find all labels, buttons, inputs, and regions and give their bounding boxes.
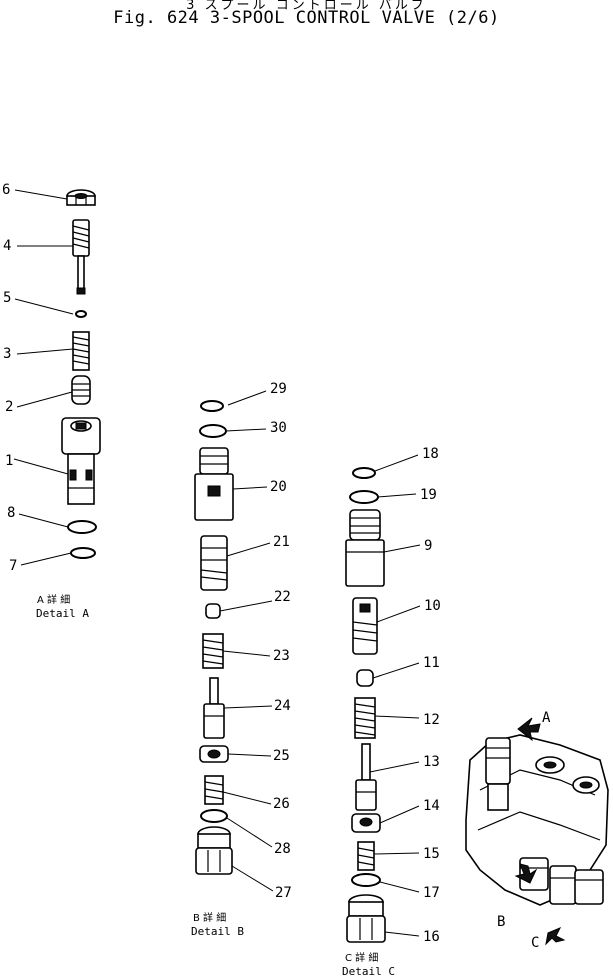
part-21-sleeve [200, 535, 228, 591]
detail-b-group: 29 30 20 21 22 23 24 25 26 28 27 B 詳 細 D… [191, 381, 292, 938]
callout-23: 23 [273, 648, 290, 664]
callout-21: 21 [273, 534, 290, 550]
callout-14: 14 [423, 798, 440, 814]
assembly-cap-c [549, 865, 577, 905]
callout-5: 5 [3, 290, 11, 306]
part-8-o-ring [67, 520, 97, 534]
part-14-washer [351, 813, 381, 833]
callout-24: 24 [274, 698, 291, 714]
figure-title: Fig. 624 3-SPOOL CONTROL VALVE (2/6) [113, 8, 500, 28]
callout-2: 2 [5, 399, 13, 415]
detail-b-label-jp: B 詳 細 [193, 911, 226, 924]
part-19-o-ring [349, 490, 379, 504]
callout-6: 6 [2, 182, 10, 198]
arrow-b-icon [514, 863, 538, 884]
arrow-label-c: C [531, 935, 539, 951]
detail-c-label: Detail C [342, 965, 395, 976]
callout-29: 29 [270, 381, 287, 397]
valve-assembly-illustration: A B C [465, 710, 609, 951]
part-2-poppet [71, 375, 91, 405]
part-4-adjusting-screw [72, 219, 90, 295]
callout-16: 16 [423, 929, 440, 945]
assembly-cap-a [485, 737, 511, 785]
detail-b-label: Detail B [191, 925, 244, 938]
callout-15: 15 [423, 846, 440, 862]
part-12-spring [354, 697, 376, 739]
part-13-piston [355, 743, 377, 811]
callout-13: 13 [423, 754, 440, 770]
arrow-a-icon [517, 717, 541, 742]
detail-c-label-jp: C 詳 細 [345, 951, 378, 964]
part-9-cap-body [345, 509, 385, 587]
callout-11: 11 [423, 655, 440, 671]
callout-28: 28 [274, 841, 291, 857]
callout-27: 27 [275, 885, 292, 901]
callout-25: 25 [273, 748, 290, 764]
callout-7: 7 [9, 558, 17, 574]
callout-10: 10 [424, 598, 441, 614]
part-23-spring [202, 633, 224, 669]
arrow-c-icon [545, 927, 566, 946]
callout-8: 8 [7, 505, 15, 521]
callout-26: 26 [273, 796, 290, 812]
callout-9: 9 [424, 538, 432, 554]
part-30-o-ring [199, 424, 227, 438]
part-17-o-ring [351, 873, 381, 887]
part-16-plug [346, 894, 386, 943]
detail-a-label-jp: A 詳 細 [37, 593, 70, 606]
part-22-seat [205, 603, 221, 619]
callout-12: 12 [423, 712, 440, 728]
arrow-label-a: A [542, 710, 551, 726]
figure-title-japanese: 3 スプール コントロール バルブ [186, 0, 427, 13]
part-24-piston [203, 677, 225, 739]
callout-30: 30 [270, 420, 287, 436]
part-10-sleeve [352, 597, 378, 655]
detail-c-group: 18 19 9 10 11 12 13 14 15 17 16 C 詳 細 De… [342, 446, 441, 976]
part-6-hex-nut [66, 189, 96, 206]
callout-17: 17 [423, 885, 440, 901]
part-18-o-ring [352, 467, 376, 479]
callout-1: 1 [5, 453, 13, 469]
part-15-spring [357, 841, 375, 871]
arrow-label-b: B [497, 914, 505, 930]
callout-4: 4 [3, 238, 11, 254]
callout-18: 18 [422, 446, 439, 462]
part-28-o-ring [200, 809, 228, 823]
detail-a-group: 6 4 5 3 2 1 8 7 A 詳 細 Detail A [2, 182, 101, 620]
part-20-cap-body [194, 447, 234, 521]
callout-22: 22 [274, 589, 291, 605]
callout-20: 20 [270, 479, 287, 495]
part-26-spring [204, 775, 224, 805]
part-29-o-ring [200, 400, 224, 412]
part-25-washer [199, 745, 229, 763]
part-1-valve-body [61, 417, 101, 505]
callout-3: 3 [3, 346, 11, 362]
detail-a-label: Detail A [36, 607, 89, 620]
callout-19: 19 [420, 487, 437, 503]
part-5-o-ring [75, 310, 87, 318]
part-7-o-ring [70, 547, 96, 559]
part-27-plug [195, 826, 233, 875]
part-11-seat [356, 669, 374, 687]
part-3-spring [72, 331, 90, 371]
